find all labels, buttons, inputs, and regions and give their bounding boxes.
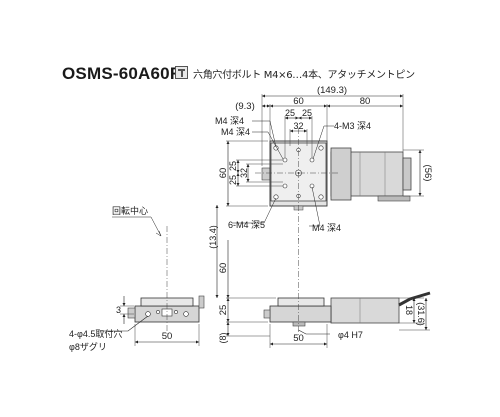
label-phi4: φ4 H7	[338, 330, 363, 340]
label-m4-c: M4 深4	[312, 223, 341, 233]
label-holes: 4-φ4.5取付穴	[69, 328, 122, 339]
side-dim-50: 50	[293, 333, 304, 344]
top-view: (149.3) (9.3) 60 80 25 25 32 60 25 25 32…	[215, 85, 433, 240]
label-counterbore: φ8ザグリ	[69, 341, 107, 352]
model-title: OSMS-60A60R	[62, 64, 183, 83]
side-dim-18: 18	[404, 305, 414, 315]
side-cable	[398, 291, 431, 307]
dim-25-side-b: 25	[228, 175, 238, 185]
side-dim-31-6: (31.6)	[416, 302, 426, 326]
label-m4-a: M4 深4	[215, 116, 244, 126]
dim-25-side-a: 25	[228, 161, 238, 171]
side-motor	[330, 297, 400, 324]
dim-56: (56)	[422, 165, 433, 182]
side-base	[269, 305, 332, 323]
dim-25-right: 25	[302, 108, 312, 118]
side-view: (13.4) 60 25 (8) 50 18 (31.6) φ4 H7	[208, 205, 431, 348]
label-6m4: 6-M4 深5	[228, 220, 265, 230]
label-m4-b: M4 深4	[221, 127, 250, 137]
dim-80-top: 80	[360, 96, 371, 107]
label-m3: 4-M3 深4	[334, 121, 371, 131]
dim-32-side: 32	[239, 168, 249, 178]
bolt-icon	[175, 66, 188, 79]
accessory-note: 六角穴付ボルト M4×6…4本、アタッチメントピン	[193, 70, 415, 81]
dim-60-side: 60	[218, 168, 229, 179]
dim-149: (149.3)	[317, 85, 347, 96]
side-table	[277, 297, 325, 307]
dim-offset: (9.3)	[235, 101, 255, 112]
dim-25-left: 25	[285, 108, 295, 118]
dim-13-4: (13.4)	[208, 225, 218, 249]
front-dim-50: 50	[162, 331, 173, 342]
dim-60-top: 60	[293, 96, 304, 107]
label-rotation-center: 回転中心	[112, 205, 148, 216]
side-dim-25: 25	[218, 305, 229, 316]
left-knob	[261, 167, 271, 181]
dim-32-top: 32	[293, 121, 303, 131]
connector	[377, 195, 411, 202]
front-dim-3: 3	[116, 305, 121, 315]
side-dim-8: (8)	[218, 332, 228, 343]
front-view: 回転中心 3 50 4-φ4.5取付穴 φ8ザグリ	[69, 205, 205, 352]
side-dim-60: 60	[218, 263, 229, 274]
motor-cap	[402, 157, 412, 191]
